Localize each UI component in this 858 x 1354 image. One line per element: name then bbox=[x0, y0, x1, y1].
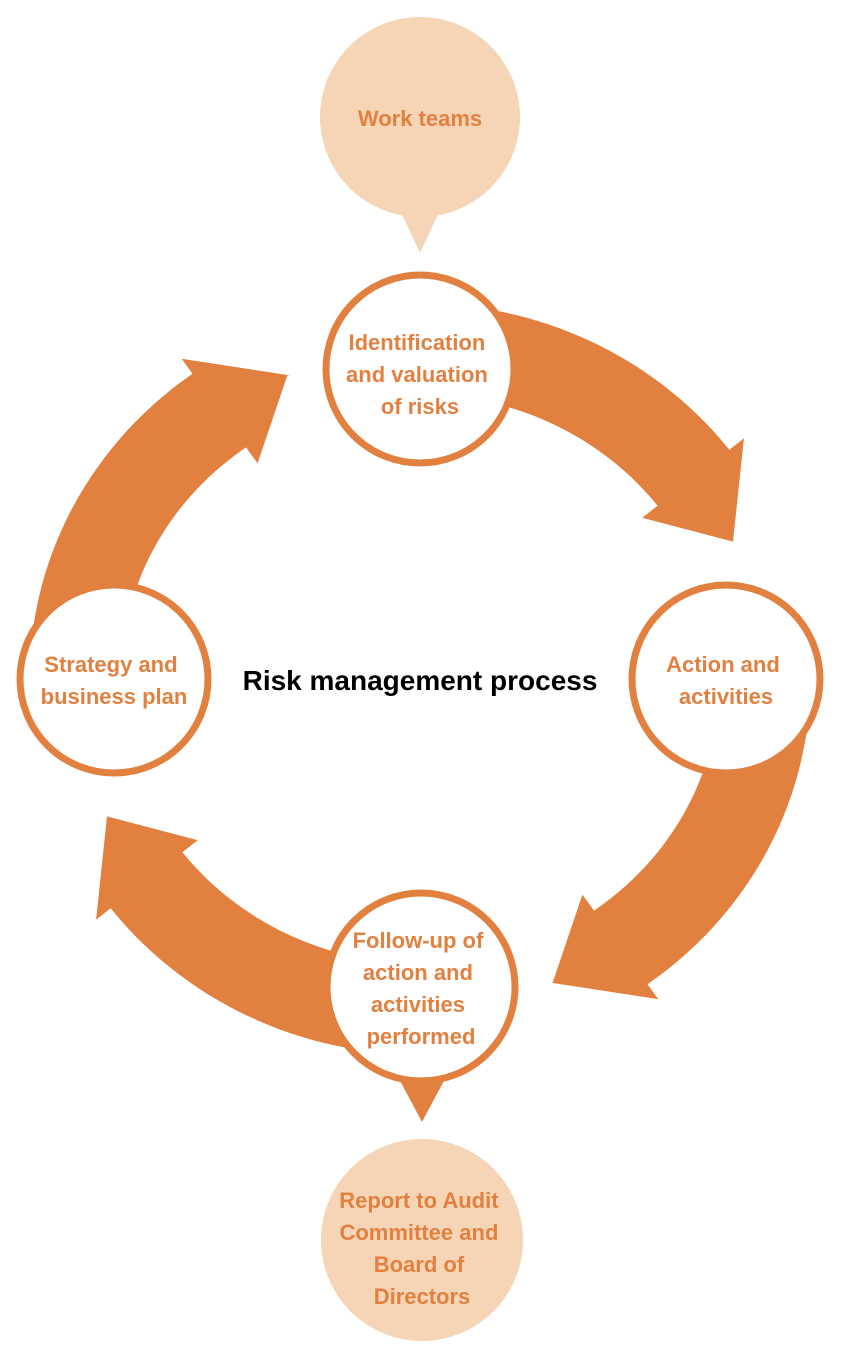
report-line: Committee and bbox=[339, 1220, 498, 1245]
report-bubble-pointer bbox=[398, 1077, 446, 1122]
center-title: Risk management process bbox=[243, 665, 598, 696]
work-teams-label: Work teams bbox=[358, 106, 482, 131]
node-strategy-circle bbox=[16, 581, 212, 777]
report-bubble-circle bbox=[321, 1139, 523, 1341]
node-follow-up-label: Follow-up of action and activities perfo… bbox=[353, 928, 490, 1049]
node-action-circle bbox=[628, 581, 824, 777]
work-teams-bubble-pointer bbox=[400, 210, 440, 253]
node-strategy: Strategy and business plan bbox=[16, 581, 212, 777]
node-identification-label: Identification and valuation of risks bbox=[346, 330, 494, 419]
node-strategy-label: Strategy and business plan bbox=[41, 652, 188, 709]
node-action-label: Action and activities bbox=[666, 652, 786, 709]
node-identification-line: and valuation bbox=[346, 362, 488, 387]
node-action: Action and activities bbox=[628, 581, 824, 777]
report-line: Directors bbox=[374, 1284, 471, 1309]
node-identification-circle bbox=[322, 271, 518, 467]
node-follow-up-line: performed bbox=[367, 1024, 476, 1049]
node-follow-up-circle bbox=[323, 889, 519, 1085]
work-teams-bubble: Work teams bbox=[320, 17, 520, 253]
node-follow-up-line: Follow-up of bbox=[353, 928, 484, 953]
report-bubble: Report to Audit Committee and Board of D… bbox=[321, 1077, 523, 1341]
work-teams-bubble-circle bbox=[320, 17, 520, 217]
node-identification-line: Identification bbox=[348, 330, 485, 355]
node-follow-up-line: activities bbox=[371, 992, 465, 1017]
report-label: Report to Audit Committee and Board of D… bbox=[339, 1188, 504, 1309]
report-line: Report to Audit bbox=[339, 1188, 499, 1213]
node-identification-line: of risks bbox=[381, 394, 459, 419]
node-strategy-line: business plan bbox=[41, 684, 188, 709]
node-strategy-line: Strategy and bbox=[44, 652, 177, 677]
node-identification: Identification and valuation of risks bbox=[322, 271, 518, 467]
node-action-line: Action and bbox=[666, 652, 780, 677]
work-teams-line: Work teams bbox=[358, 106, 482, 131]
node-follow-up-line: action and bbox=[363, 960, 473, 985]
node-follow-up: Follow-up of action and activities perfo… bbox=[323, 889, 519, 1085]
node-action-line: activities bbox=[679, 684, 773, 709]
report-line: Board of bbox=[374, 1252, 465, 1277]
